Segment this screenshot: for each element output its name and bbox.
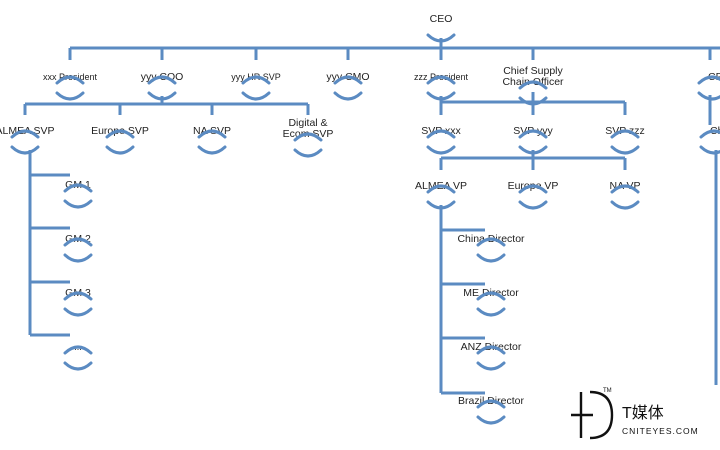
- node-anz-director: ANZ Director: [461, 341, 522, 371]
- watermark-site: CNITEYES.COM: [622, 426, 699, 436]
- node-svp-xxx: SVP xxx: [421, 125, 461, 155]
- node-bracket-bottom: [476, 415, 506, 425]
- node-bracket-top: [10, 129, 40, 139]
- node-almea-vp: ALMEA VP: [415, 180, 467, 210]
- node-bracket-top: [697, 75, 720, 85]
- connector-ceo: [68, 38, 720, 60]
- node-bracket-bottom: [241, 91, 271, 101]
- node-bracket-bottom: [476, 307, 506, 317]
- node-bracket-top: [699, 129, 720, 139]
- node-me-director: ME Director: [463, 287, 519, 317]
- connector-almea-svp: [28, 150, 70, 337]
- node-bracket-bottom: [518, 200, 548, 210]
- node-bracket-top: [105, 129, 135, 139]
- node-bracket-top: [63, 345, 93, 355]
- node-bracket-bottom: [63, 199, 93, 209]
- node-label: Digital &: [288, 117, 327, 129]
- node-gm-2: GM 2: [63, 233, 93, 263]
- node-bracket-top: [55, 75, 85, 85]
- node-europe-svp: Europe SVP: [91, 125, 149, 155]
- node-bracket-top: [518, 129, 548, 139]
- node-bracket-bottom: [476, 253, 506, 263]
- node-china-director: China Director: [457, 233, 525, 263]
- node-bracket-bottom: [518, 96, 548, 106]
- node-bracket-top: [63, 291, 93, 301]
- node-bracket-bottom: [55, 91, 85, 101]
- node-bracket-bottom: [105, 145, 135, 155]
- node-bracket-bottom: [697, 91, 720, 101]
- node-bracket-top: [476, 399, 506, 409]
- node-bracket-top: [518, 184, 548, 194]
- node-bracket-bottom: [610, 200, 640, 210]
- node-bracket-top: [63, 237, 93, 247]
- node-bracket-bottom: [426, 91, 456, 101]
- node-bracket-top: [147, 75, 177, 85]
- node-bracket-bottom: [197, 145, 227, 155]
- node-svp-yyy: SVP yyy: [513, 125, 553, 155]
- node-bracket-bottom: [63, 253, 93, 263]
- node-bracket-top: [426, 75, 456, 85]
- node-bracket-bottom: [426, 200, 456, 210]
- node-bracket-bottom: [476, 361, 506, 371]
- node-bracket-bottom: [63, 307, 93, 317]
- node-zzz-president: zzz President: [414, 72, 469, 101]
- node-cf: CF: [697, 71, 720, 101]
- node-ch: Ch: [699, 125, 720, 155]
- connector-cf: [708, 95, 718, 385]
- watermark: TM T媒体 CNITEYES.COM: [571, 388, 699, 440]
- node-yyy-coo: yyy COO: [141, 71, 183, 101]
- watermark-tm: TM: [603, 388, 612, 394]
- watermark-logo-icon: [571, 390, 614, 440]
- node-ceo: CEO: [426, 13, 456, 43]
- node-bracket-bottom: [293, 148, 323, 158]
- node-almea-svp: ALMEA SVP: [0, 125, 54, 155]
- node-bracket-top: [63, 183, 93, 193]
- node-bracket-top: [333, 75, 363, 85]
- node-label: Chief Supply: [503, 65, 563, 77]
- org-nodes: CEO xxx President yyy COO yyy HR SVP yyy CMO…: [0, 13, 720, 425]
- node-bracket-bottom: [63, 361, 93, 371]
- node-digital-ecom-svp: Digital &Ecom SVP: [283, 117, 333, 158]
- node-bracket-top: [476, 291, 506, 301]
- node-brazil-director: Brazil Director: [458, 395, 524, 425]
- node-bracket-bottom: [518, 145, 548, 155]
- node-bracket-top: [610, 184, 640, 194]
- node-yyy-hr-svp: yyy HR SVP: [231, 72, 281, 101]
- node-na-svp: NA SVP: [193, 125, 231, 155]
- node-label: CEO: [430, 13, 453, 25]
- node-bracket-top: [518, 80, 548, 90]
- node-bracket-top: [426, 184, 456, 194]
- node-gm-1: GM 1: [63, 179, 93, 209]
- node-bracket-bottom: [426, 33, 456, 43]
- node-bracket-bottom: [333, 91, 363, 101]
- node-na-vp: NA VP: [610, 180, 640, 210]
- watermark-name: T媒体: [622, 404, 664, 422]
- node-bracket-bottom: [147, 91, 177, 101]
- node-bracket-bottom: [699, 145, 720, 155]
- node-more: ...: [63, 342, 93, 371]
- node-europe-vp: Europe VP: [508, 180, 558, 210]
- node-bracket-bottom: [610, 145, 640, 155]
- node-bracket-top: [293, 132, 323, 142]
- node-bracket-top: [610, 129, 640, 139]
- node-bracket-top: [241, 75, 271, 85]
- node-bracket-bottom: [426, 145, 456, 155]
- node-svp-zzz: SVP zzz: [605, 125, 645, 155]
- node-gm-3: GM 3: [63, 287, 93, 317]
- connector-lines: [23, 38, 720, 395]
- node-xxx-president: xxx President: [43, 72, 98, 101]
- node-bracket-top: [476, 237, 506, 247]
- node-bracket-top: [476, 345, 506, 355]
- node-bracket-bottom: [10, 145, 40, 155]
- connector-almea-vp: [439, 205, 485, 395]
- node-yyy-cmo: yyy CMO: [326, 71, 370, 101]
- node-bracket-top: [197, 129, 227, 139]
- node-bracket-top: [426, 129, 456, 139]
